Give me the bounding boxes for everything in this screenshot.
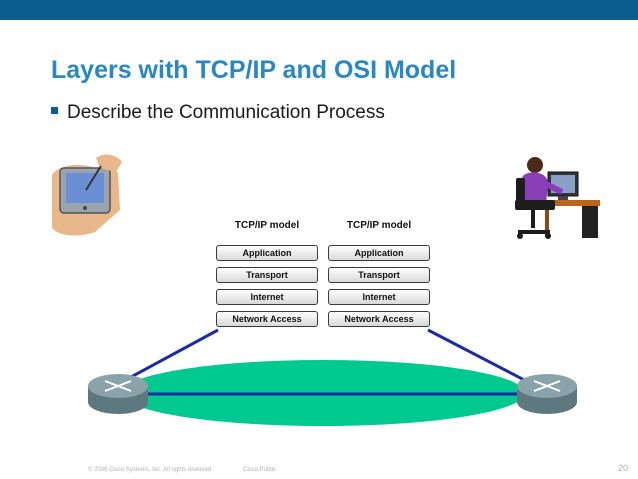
footer-label: Cisco Public [243, 467, 277, 473]
right-link-line [427, 328, 531, 385]
footer-copyright: © 2006 Cisco Systems, Inc. All rights re… [88, 467, 213, 473]
right-layer-internet: Internet [328, 289, 430, 305]
left-layer-transport: Transport [216, 267, 318, 283]
left-layer-internet: Internet [216, 289, 318, 305]
right-layer-network-access: Network Access [328, 311, 430, 327]
router-icon [517, 374, 577, 414]
router-icon [88, 374, 148, 414]
right-layer-transport: Transport [328, 267, 430, 283]
bullet-item: Describe the Communication Process [51, 102, 385, 124]
page-number: 20 [618, 463, 629, 473]
left-link-line [119, 328, 219, 385]
desktop-user-icon [515, 157, 600, 239]
left-layer-application: Application [216, 245, 318, 261]
bullet-square-icon [51, 107, 58, 115]
left-stack-heading: TCP/IP model [234, 220, 300, 231]
right-stack-heading: TCP/IP model [346, 220, 412, 231]
bullet-text: Describe the Communication Process [67, 102, 385, 123]
top-bar [0, 0, 638, 20]
pda-user-icon [52, 154, 122, 236]
left-layer-network-access: Network Access [216, 311, 318, 327]
slide-title: Layers with TCP/IP and OSI Model [51, 56, 457, 84]
right-layer-application: Application [328, 245, 430, 261]
